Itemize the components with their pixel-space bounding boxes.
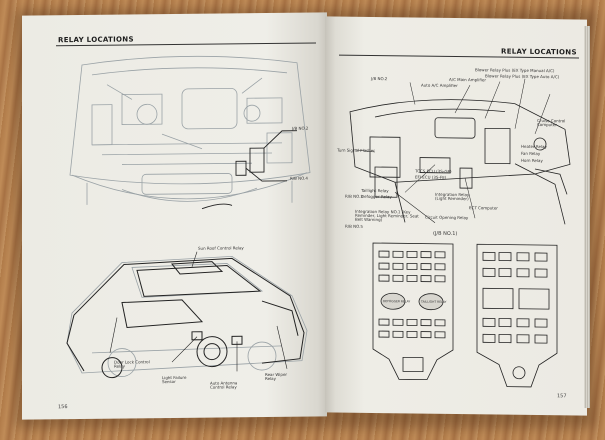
- label-taillight-relay: Taillight Relay: [361, 187, 389, 194]
- left-page-number: 156: [58, 404, 68, 411]
- label-efi-ecu: EFI ECU (3S-FE): [415, 174, 447, 180]
- label-rb4: R/B NO.4: [290, 175, 308, 181]
- label-tccs-ecu: TCCS ECU (3S-GE): [415, 168, 452, 174]
- label-ac-main-amp: A/C Main Amplifier: [449, 76, 486, 83]
- jb1-title: (J/B NO.1): [433, 230, 458, 238]
- label-circuit-opening-relay: Circuit Opening Relay: [425, 214, 469, 221]
- label-cruise-computer: Cruise Control Computer: [537, 117, 566, 128]
- label-turn-flasher: Turn Signal Flasher: [337, 147, 375, 154]
- label-defogger-relay: Defogger Relay: [361, 193, 392, 200]
- label-integration-relay-no1: Integration Relay NO.1 (Key Reminder, Li…: [355, 208, 419, 223]
- jb1-fuse-block-left: [372, 242, 454, 381]
- label-fan-relay: Fan Relay: [521, 150, 541, 157]
- dashboard-diagram: [349, 78, 571, 225]
- label-integration-relay: Integration Relay (Light Reminder): [435, 191, 470, 202]
- label-auto-antenna-relay: Auto Antenna Control Relay: [210, 380, 238, 390]
- right-page-header: RELAY LOCATIONS: [501, 47, 577, 57]
- book-page-edges: [584, 26, 590, 408]
- jb1-fuse-block-right: [476, 243, 558, 388]
- label-jb2: J/B NO.2: [292, 125, 309, 131]
- label-door-lock-relay: Door Lock Control Relay: [114, 359, 150, 369]
- label-horn-relay: Horn Relay: [521, 157, 543, 164]
- label-fuse-defogger: DEFOGGER RELAY: [383, 299, 411, 304]
- label-ect-computer: ECT Computer: [469, 205, 498, 211]
- label-fuse-taillight: TAILLIGHT RELAY: [421, 299, 447, 304]
- engine-bay-diagram: [69, 55, 311, 210]
- left-page: RELAY LOCATIONS: [22, 12, 327, 420]
- label-rb3: R/B NO.3: [345, 193, 363, 199]
- label-rb5: R/B NO.5: [345, 223, 363, 229]
- label-rear-wiper-relay: Rear Wiper Relay: [265, 371, 288, 382]
- label-light-failure-sensor: Light Failure Sensor: [162, 374, 187, 385]
- right-page: RELAY LOCATIONS: [325, 16, 587, 416]
- right-page-number: 157: [557, 393, 567, 400]
- label-sunroof-relay: Sun Roof Control Relay: [198, 245, 244, 251]
- label-auto-ac-amp: Auto A/C Amplifier: [421, 82, 458, 89]
- label-right-jb2: J/B NO.2: [371, 75, 388, 82]
- car-rear-diagram: [66, 251, 308, 379]
- left-page-header: RELAY LOCATIONS: [58, 35, 134, 45]
- label-heater-relay: Heater Relay: [521, 143, 547, 150]
